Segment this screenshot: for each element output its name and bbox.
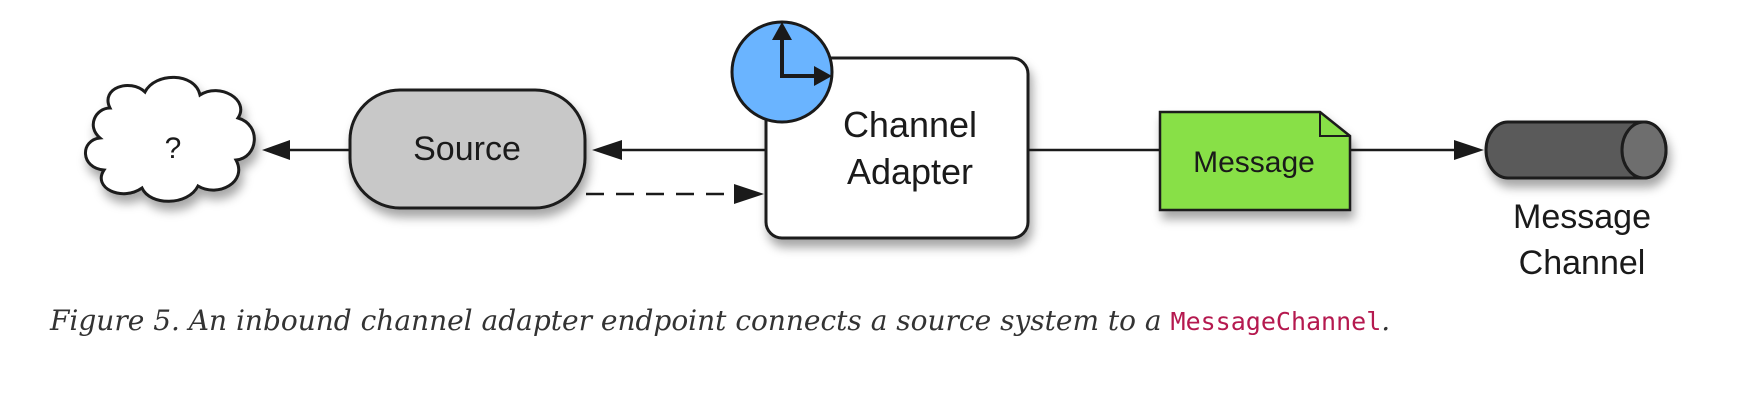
source-to-cloud-arrow: [262, 140, 350, 160]
cloud-label: ?: [165, 132, 182, 165]
adapter-label-line2: Adapter: [847, 151, 973, 192]
cloud-icon: [84, 75, 256, 203]
caption-prefix: Figure 5. An inbound channel adapter end…: [50, 304, 1171, 337]
figure-caption: Figure 5. An inbound channel adapter end…: [50, 304, 1390, 337]
source-label: Source: [413, 130, 521, 168]
source-shape: [348, 88, 587, 210]
channel-cylinder-icon: [1484, 120, 1668, 180]
channel-label-line2: Channel: [1519, 244, 1646, 282]
adapter-to-source-arrow: [592, 140, 765, 160]
message-label: Message: [1193, 146, 1315, 179]
channel-label-line1: Message: [1513, 198, 1651, 236]
clock-icon: [730, 20, 834, 124]
adapter-label-line1: Channel: [843, 104, 977, 145]
caption-code: MessageChannel: [1170, 307, 1382, 336]
message-document-icon: [1158, 110, 1352, 212]
caption-suffix: .: [1381, 304, 1391, 337]
channel-adapter-diagram: ? Source Channel Adapter Message: [84, 20, 1668, 282]
source-to-adapter-dashed-arrow: [586, 184, 764, 204]
message-to-channel-arrow: [1350, 140, 1484, 160]
channel-adapter-shape: [764, 56, 1030, 240]
